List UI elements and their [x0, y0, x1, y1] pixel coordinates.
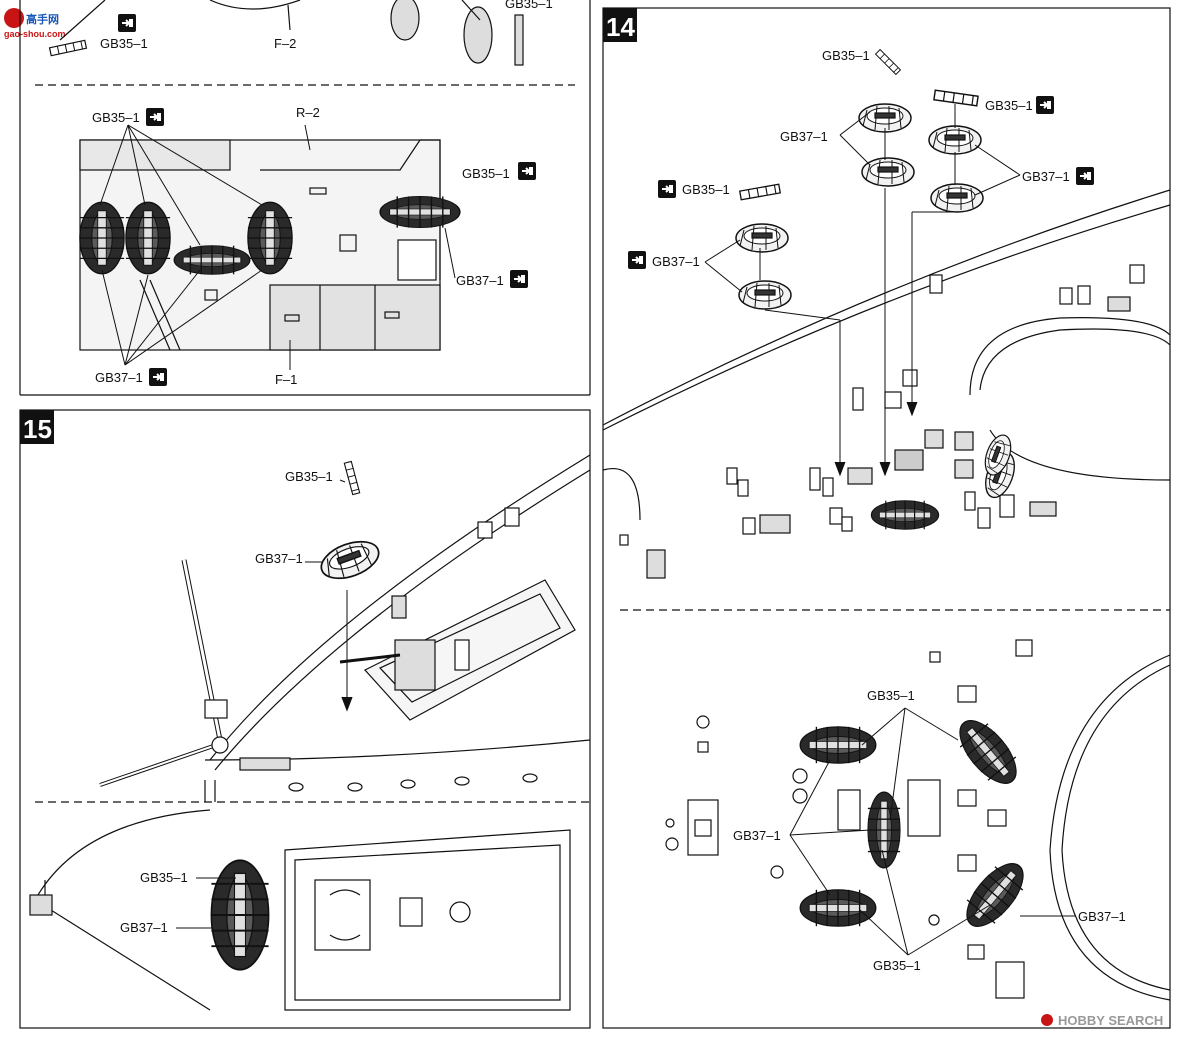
- attach-icon: [148, 367, 168, 387]
- step-14-number: 14: [606, 12, 635, 42]
- attach-icon: [509, 269, 529, 289]
- part-label-gb35: GB35–1: [867, 688, 915, 703]
- part-label-f1: F–1: [275, 372, 297, 387]
- attach-icon: [145, 107, 165, 127]
- part-label-gb37: GB37–1: [255, 551, 303, 566]
- part-label-gb35: GB35–1: [682, 182, 730, 197]
- hobbysearch-logo-icon: [1041, 1014, 1053, 1026]
- attach-icon: [117, 13, 137, 33]
- part-label-r2: R–2: [296, 105, 320, 120]
- part-label-gb37: GB37–1: [120, 920, 168, 935]
- watermark-brand: HOBBY SEARCH: [1058, 1013, 1163, 1028]
- panel-step-14: [602, 7, 1171, 1029]
- part-label-gb37: GB37–1: [652, 254, 700, 269]
- part-label-gb35: GB35–1: [100, 36, 148, 51]
- attach-icon: [1075, 166, 1095, 186]
- part-label-gb35: GB35–1: [140, 870, 188, 885]
- attach-icon: [657, 179, 677, 199]
- attach-icon: [517, 161, 537, 181]
- part-label-gb37: GB37–1: [1078, 909, 1126, 924]
- attach-icon: [627, 250, 647, 270]
- part-label-gb35: GB35–1: [822, 48, 870, 63]
- part-label-gb35: GB35–1: [505, 0, 553, 11]
- attach-icon: [1035, 95, 1055, 115]
- part-label-gb37: GB37–1: [1022, 169, 1070, 184]
- part-label-gb35: GB35–1: [285, 469, 333, 484]
- panel-step-15: [19, 409, 591, 1029]
- logo-icon: [4, 8, 24, 28]
- part-label-gb37: GB37–1: [733, 828, 781, 843]
- step-15-number: 15: [23, 414, 52, 444]
- part-label-f2: F–2: [274, 36, 296, 51]
- step-14-badge: [603, 8, 637, 42]
- step-15-badge: [20, 410, 54, 444]
- part-label-gb35: GB35–1: [873, 958, 921, 973]
- part-label-gb35: GB35–1: [985, 98, 1033, 113]
- watermark-hobbysearch: HOBBY SEARCH: [1041, 1013, 1163, 1028]
- part-label-gb37: GB37–1: [780, 129, 828, 144]
- panel-step-13: [19, 0, 591, 396]
- watermark-logo: 高手网 gao-shou.com: [4, 8, 66, 39]
- part-label-gb37: GB37–1: [95, 370, 143, 385]
- part-label-gb35: GB35–1: [462, 166, 510, 181]
- watermark-text: 高手网: [26, 12, 59, 26]
- part-label-gb35: GB35–1: [92, 110, 140, 125]
- watermark-url: gao-shou.com: [4, 29, 66, 39]
- part-label-gb37: GB37–1: [456, 273, 504, 288]
